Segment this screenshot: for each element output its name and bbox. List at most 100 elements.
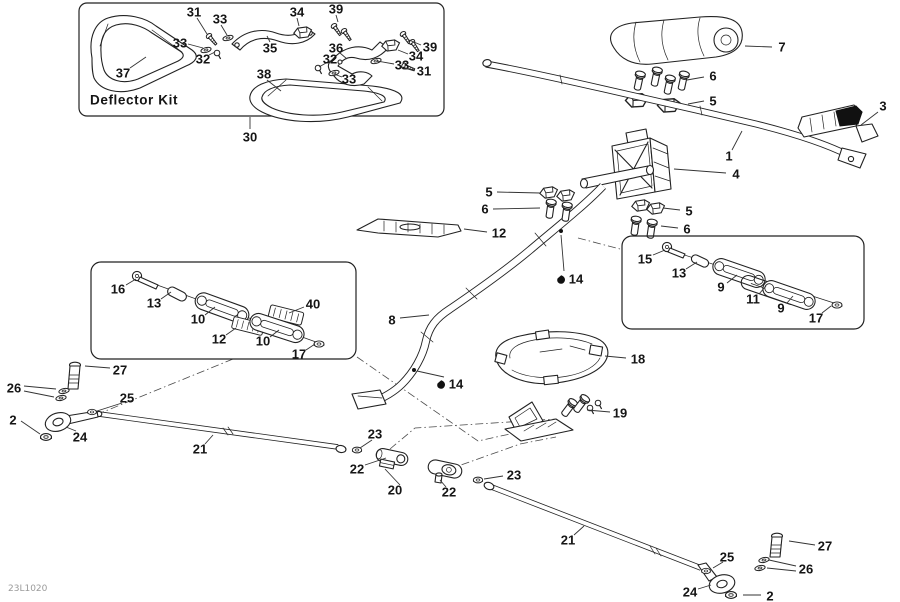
leader-line-35 xyxy=(266,35,271,43)
leader-line-31a xyxy=(196,17,208,35)
callout-10b: 10 xyxy=(256,334,270,349)
callout-9a: 9 xyxy=(717,280,724,295)
leader-line-34a xyxy=(296,17,300,27)
upper-bracket-12 xyxy=(356,218,462,238)
callout-18: 18 xyxy=(631,352,645,367)
leader-line-12b xyxy=(225,327,237,336)
callout-2b: 2 xyxy=(766,589,773,602)
leader-line-9a xyxy=(726,274,738,284)
leader-line-5b xyxy=(496,191,541,194)
callout-25b: 25 xyxy=(720,550,734,565)
leader-line-3 xyxy=(860,111,879,126)
nut-25-left xyxy=(87,408,97,416)
leader-line-23c xyxy=(483,475,504,480)
bellcrank-pivot xyxy=(427,459,463,479)
deflector-bracket-36 xyxy=(327,41,389,87)
leader-line-25a xyxy=(96,402,123,412)
callout-38: 38 xyxy=(257,67,271,82)
leader-line-27b xyxy=(788,540,816,546)
left-parts-box xyxy=(90,261,357,360)
leader-line-5c xyxy=(662,207,681,211)
callout-21b: 21 xyxy=(561,533,575,548)
leader-line-16 xyxy=(125,278,137,286)
leader-line-14a xyxy=(560,234,565,272)
callout-26b: 26 xyxy=(799,562,813,577)
leader-line-39b xyxy=(408,39,422,46)
nut-17-right xyxy=(831,301,843,309)
leader-line-7 xyxy=(744,45,773,48)
leader-line-26a xyxy=(23,385,57,390)
leader-line-17b xyxy=(305,343,316,351)
leader-line-20 xyxy=(384,468,401,486)
washer-26-right-2 xyxy=(753,564,767,572)
callout-27a: 27 xyxy=(113,363,127,378)
callout-6c: 6 xyxy=(683,222,690,237)
leader-line-26a xyxy=(23,390,55,398)
callout-16: 16 xyxy=(111,282,125,297)
leader-line-2a xyxy=(20,420,41,435)
deflector-kit-label: Deflector Kit xyxy=(90,93,178,108)
callout-32b: 32 xyxy=(323,52,337,67)
leader-line-38 xyxy=(266,79,282,92)
callout-26a: 26 xyxy=(7,381,21,396)
callout-22a: 22 xyxy=(350,462,364,477)
callout-33a: 33 xyxy=(213,12,227,27)
nut-17-left xyxy=(313,340,325,348)
leader-line-34b xyxy=(397,49,409,55)
callout-5b: 5 xyxy=(485,185,492,200)
leader-line-9b xyxy=(786,295,794,304)
callout-4: 4 xyxy=(732,167,740,182)
callout-25a: 25 xyxy=(120,391,134,406)
leader-line-10b xyxy=(269,329,280,338)
tie-rod-right xyxy=(483,481,702,571)
callout-13b: 13 xyxy=(147,296,161,311)
callout-11: 11 xyxy=(746,292,760,307)
leader-line-6c xyxy=(660,225,679,229)
leader-line-24b xyxy=(697,584,712,590)
callout-10a: 10 xyxy=(191,312,205,327)
callout-22b: 22 xyxy=(442,485,456,500)
rod-end-hardware-right xyxy=(697,532,784,599)
callout-7: 7 xyxy=(778,40,785,55)
callout-8: 8 xyxy=(388,313,395,328)
callout-33d: 33 xyxy=(342,72,356,87)
nut-25-right xyxy=(701,567,711,575)
steering-arm-9-b xyxy=(760,277,818,313)
bolt-27-right xyxy=(769,532,784,558)
bolt-32-left xyxy=(213,49,222,60)
leader-line-4 xyxy=(673,168,727,174)
callout-31c: 31 xyxy=(417,64,431,79)
callout-35: 35 xyxy=(263,41,277,56)
callout-33b: 33 xyxy=(173,36,187,51)
leader-line-1 xyxy=(731,130,743,151)
callout-27b: 27 xyxy=(818,539,832,554)
leader-line-22b xyxy=(439,479,447,488)
leader-line-23a xyxy=(359,439,373,449)
leader-dot-14b xyxy=(412,368,416,372)
leader-line-32a xyxy=(208,51,216,56)
right-parts-box xyxy=(621,235,865,330)
leader-line-31c xyxy=(403,67,416,71)
leader-line-6a xyxy=(686,76,705,81)
leader-line-21b xyxy=(573,525,585,536)
callout-5a: 5 xyxy=(709,94,716,109)
callout-20: 20 xyxy=(388,483,402,498)
washer-26-left-1 xyxy=(57,387,71,395)
leader-line-22a xyxy=(364,457,387,466)
riser-block xyxy=(611,128,672,200)
leader-line-26b xyxy=(768,559,797,567)
callout-2a: 2 xyxy=(9,413,16,428)
leader-line-18 xyxy=(604,355,627,359)
leader-line-10a xyxy=(204,306,216,316)
screw-31-left xyxy=(204,31,219,47)
spacer-13-right xyxy=(690,254,710,268)
hand-deflector-right xyxy=(249,78,403,123)
callout-19: 19 xyxy=(613,406,627,421)
tie-rod-left xyxy=(95,410,347,454)
callout-34a: 34 xyxy=(290,5,305,20)
callout-6a: 6 xyxy=(709,69,716,84)
leader-line-33a xyxy=(220,24,228,36)
leader-line-24a xyxy=(65,426,77,432)
